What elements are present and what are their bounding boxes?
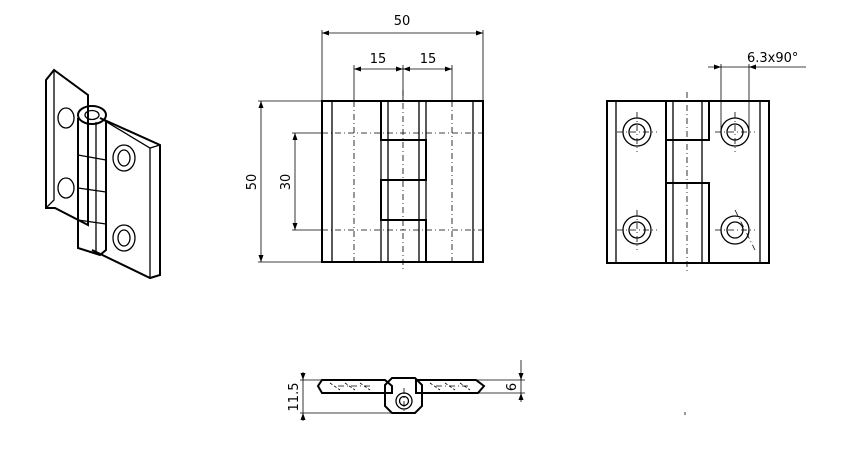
dim-total-thickness: 11.5 xyxy=(287,383,302,412)
dim-leaf-thickness: 6 xyxy=(505,383,520,391)
dim-hole-offset-left: 15 xyxy=(370,52,387,67)
side-view: 6.3x90° xyxy=(606,51,806,272)
dim-overall-height: 50 xyxy=(245,174,260,191)
dim-countersink: 6.3x90° xyxy=(747,51,798,66)
dim-overall-width: 50 xyxy=(394,14,411,29)
top-view: 11.5 6 xyxy=(287,360,525,421)
isometric-view xyxy=(45,68,161,280)
dim-hole-offset-right: 15 xyxy=(420,52,437,67)
front-view: 50 15 15 50 30 xyxy=(245,14,484,270)
dim-hole-spacing: 30 xyxy=(279,174,294,191)
